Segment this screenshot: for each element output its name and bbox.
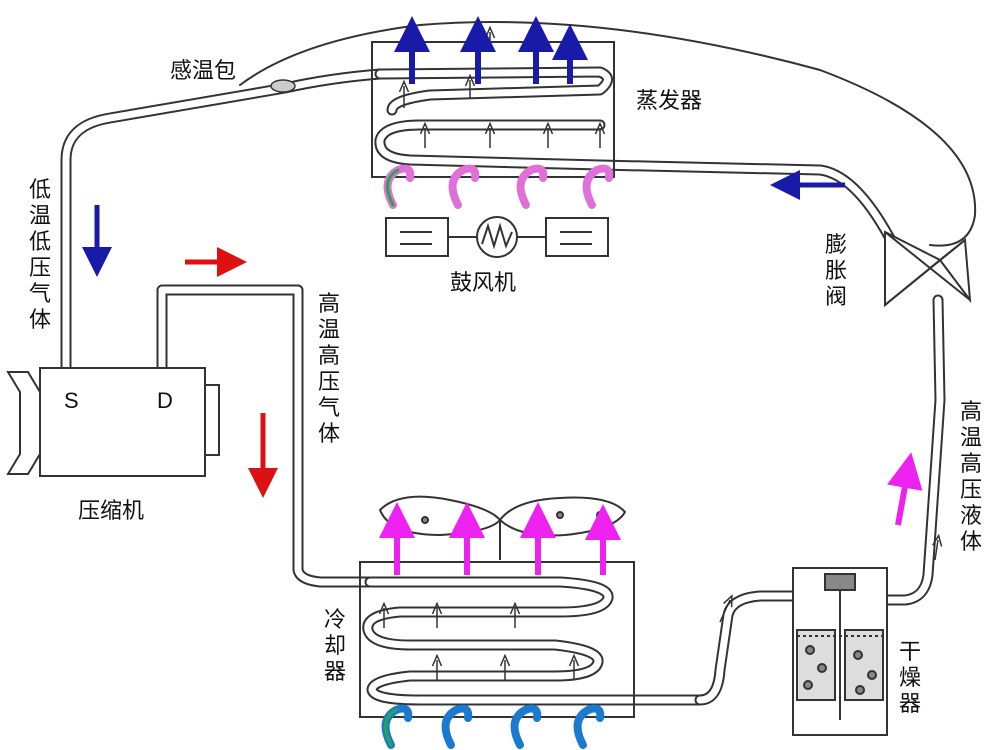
high-temp-liquid-label: 高温高压液体 bbox=[959, 400, 982, 555]
blower bbox=[385, 216, 609, 258]
blower-label: 鼓风机 bbox=[450, 271, 517, 296]
condenser-exhaust-arrows bbox=[379, 502, 621, 575]
sensing-bulb-label: 感温包 bbox=[170, 59, 237, 84]
evaporator-label: 蒸发器 bbox=[636, 89, 703, 114]
expansion-valve-label: 膨胀阀 bbox=[824, 233, 847, 310]
flow-arrow-liquid-up bbox=[887, 452, 923, 526]
inner-air-arrows bbox=[384, 32, 938, 680]
condenser-label: 冷却器 bbox=[323, 608, 346, 685]
blower-swirls bbox=[383, 164, 614, 209]
condenser-box bbox=[359, 561, 635, 718]
condenser-fan bbox=[378, 495, 627, 560]
discharge-port-label: D bbox=[157, 388, 173, 413]
suction-port-label: S bbox=[64, 388, 79, 413]
condenser-swirls bbox=[381, 704, 605, 749]
capillary-tube bbox=[239, 21, 977, 247]
dryer-label: 干燥器 bbox=[898, 640, 921, 717]
high-temp-gas-label: 高温高压气体 bbox=[317, 292, 340, 447]
pipe-valve-to-evaporator bbox=[374, 119, 906, 264]
condenser-coil bbox=[362, 576, 706, 706]
pipes bbox=[60, 21, 977, 706]
compressor bbox=[6, 367, 220, 477]
evaporator-outflow-arrows bbox=[394, 16, 588, 84]
low-temp-gas-label: 低温低压气体 bbox=[28, 178, 51, 333]
compressor-label: 压缩机 bbox=[78, 499, 145, 524]
dryer bbox=[792, 567, 888, 736]
sensing-bulb bbox=[270, 79, 296, 93]
expansion-valve bbox=[884, 230, 972, 308]
